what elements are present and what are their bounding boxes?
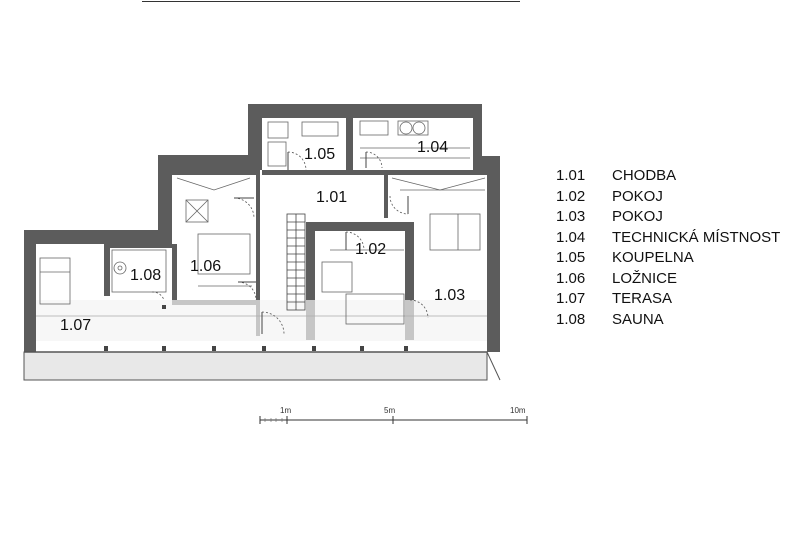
interior-walls	[104, 118, 487, 340]
scale-label-10m: 10m	[510, 406, 526, 415]
scale-bar: 1m 5m 10m	[259, 406, 528, 424]
legend-item: 1.08 SAUNA	[556, 310, 780, 331]
legend-item: 1.05 KOUPELNA	[556, 248, 780, 269]
scale-label-1m: 1m	[280, 406, 291, 415]
legend-item: 1.02 POKOJ	[556, 187, 780, 208]
room-label-1.07: 1.07	[60, 317, 91, 334]
room-label-1.03: 1.03	[434, 287, 465, 304]
room-label-1.05: 1.05	[304, 146, 335, 163]
legend-item: 1.01 CHODBA	[556, 166, 780, 187]
legend-room-name: TERASA	[612, 290, 673, 307]
legend-code: 1.08	[556, 310, 586, 328]
legend-code: 1.05	[556, 249, 586, 266]
legend-code: 1.07	[556, 290, 586, 307]
legend-item: 1.06 LOŽNICE	[556, 269, 780, 290]
scale-label-5m: 5m	[384, 406, 395, 415]
exterior-walls	[24, 104, 500, 352]
room-label-1.02: 1.02	[355, 241, 386, 258]
legend-room-name: POKOJ	[612, 208, 663, 225]
legend-code: 1.06	[556, 269, 586, 287]
door-leaves	[234, 152, 409, 334]
legend-code: 1.04	[556, 228, 586, 246]
fixtures	[39, 120, 486, 325]
terrace-posts	[104, 305, 408, 351]
legend-code: 1.01	[556, 167, 586, 184]
legend-room-name: TECHNICKÁ MÍSTNOST	[612, 228, 781, 246]
room-label-1.01: 1.01	[316, 189, 347, 206]
legend-item: 1.04 TECHNICKÁ MÍSTNOST	[556, 228, 780, 249]
room-label-1.04: 1.04	[417, 139, 448, 156]
door-swings	[151, 151, 429, 335]
room-label-1.06: 1.06	[190, 258, 221, 275]
legend-room-name: KOUPELNA	[612, 249, 694, 266]
legend-room-name: SAUNA	[612, 310, 664, 328]
legend-room-name: CHODBA	[612, 167, 677, 184]
legend-room-name: LOŽNICE	[612, 269, 678, 287]
legend-room-name: POKOJ	[612, 187, 663, 205]
legend-code: 1.02	[556, 187, 586, 205]
legend-code: 1.03	[556, 208, 586, 225]
room-label-1.08: 1.08	[130, 267, 161, 284]
legend-item: 1.07 TERASA	[556, 289, 780, 310]
staircase	[286, 213, 306, 311]
legend-item: 1.03 POKOJ	[556, 207, 780, 228]
